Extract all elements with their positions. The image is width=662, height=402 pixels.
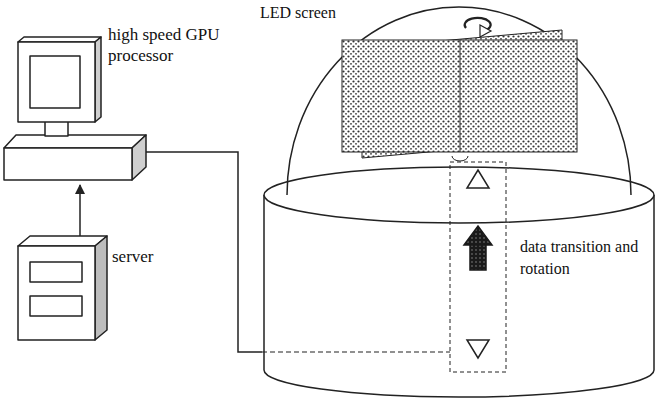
- part-label: data transition and rotation: [518, 236, 650, 279]
- connector-line: [146, 152, 262, 352]
- node-label: high speed GPU processor: [108, 24, 248, 67]
- server-icon: [18, 236, 107, 340]
- computer-node: high speed GPU processor: [0, 20, 252, 185]
- display-device: [262, 7, 654, 397]
- connector-arrow: [79, 185, 81, 236]
- node-label: server: [112, 246, 154, 267]
- node-label: LED screen: [260, 3, 336, 23]
- server-node: server: [10, 236, 180, 348]
- display-node: LED screen: [262, 0, 658, 400]
